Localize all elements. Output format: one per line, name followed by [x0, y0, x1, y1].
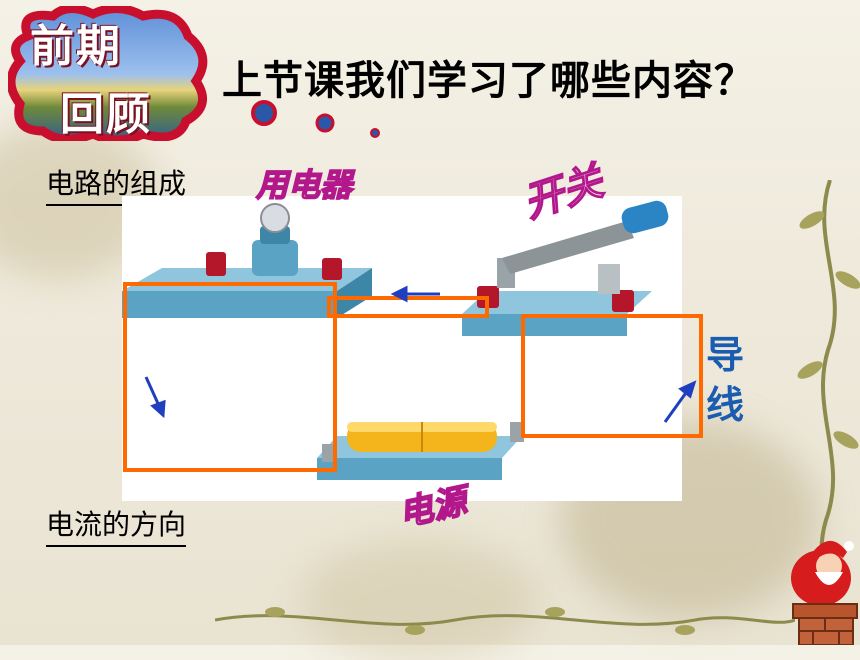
arrow-left-icon	[390, 285, 440, 303]
path-box-top	[327, 296, 489, 318]
current-direction-label: 电流的方向	[46, 503, 187, 547]
badge-line-1: 前期	[30, 21, 122, 72]
arrow-up-right-icon	[663, 380, 697, 423]
background-texture	[300, 540, 540, 660]
current-path-overlay	[123, 282, 703, 472]
circuit-components-label: 电路的组成	[46, 162, 187, 206]
slide-title: 上节课我们学习了哪些内容？	[222, 58, 755, 104]
santa-chimney-icon	[791, 540, 858, 645]
knife-switch-image	[462, 200, 669, 336]
badge-line-2: 回顾	[60, 89, 152, 140]
path-box-left	[123, 282, 337, 472]
appliance-label: 用电器	[255, 165, 353, 205]
wire-label: 导线	[705, 333, 744, 427]
path-box-right	[521, 314, 703, 438]
arrow-down-right-icon	[144, 376, 166, 419]
circuit-illustration	[122, 196, 682, 501]
lamp-holder-image	[122, 203, 372, 318]
thought-bubbles	[251, 100, 380, 138]
bottom-vine-decoration	[215, 607, 795, 635]
battery-holder-image	[317, 422, 524, 480]
